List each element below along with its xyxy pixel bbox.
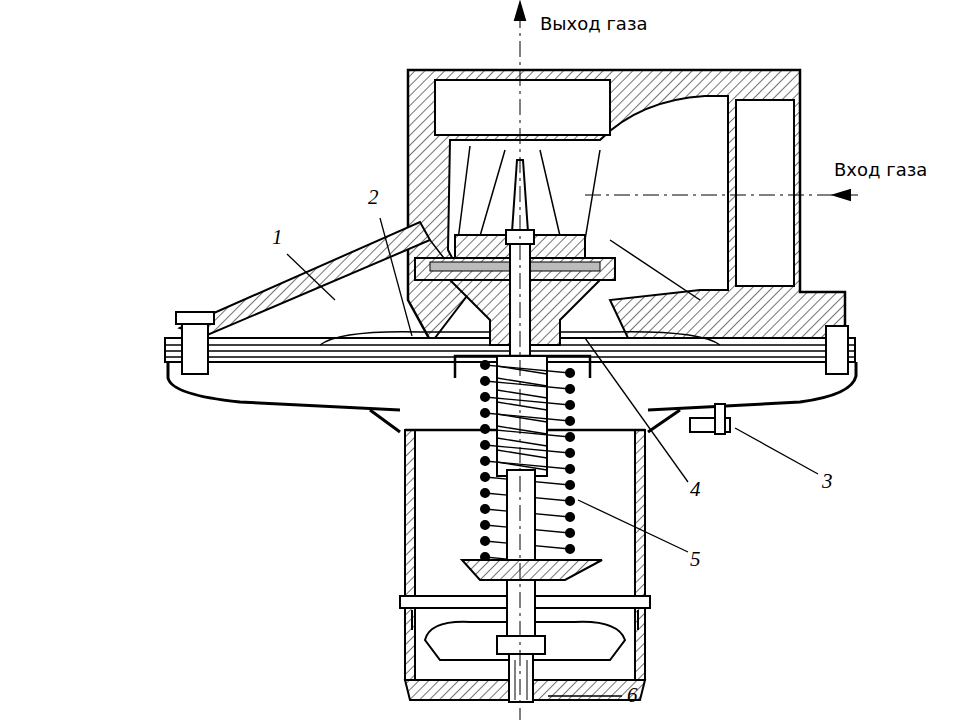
callout-number: 4 [690, 478, 701, 501]
bolt-nut [176, 312, 214, 324]
dish-bolt [715, 404, 725, 434]
leader-line [380, 218, 412, 336]
flow-label: Выход газа [540, 14, 647, 34]
leader-line [735, 428, 818, 474]
spring-seat [462, 560, 602, 580]
axis-line [520, 12, 521, 720]
axis-line [585, 195, 858, 196]
leader-line [585, 338, 688, 482]
leader-line [287, 254, 335, 300]
screw-slot [515, 660, 527, 700]
flow-arrow [834, 190, 850, 200]
inlet-cavity [736, 100, 794, 286]
callout-number: 5 [690, 548, 701, 571]
adjust-stem [507, 470, 535, 640]
outlet-cavity [435, 80, 610, 135]
cylinder-wall [635, 430, 645, 680]
flow-arrow [515, 3, 525, 20]
bolt [826, 326, 848, 374]
callout-number: 3 [822, 470, 833, 493]
callout-number: 2 [368, 186, 379, 209]
flow-label: Вход газа [834, 160, 927, 180]
adjust-nut [497, 636, 545, 654]
callout-number: 6 [627, 684, 638, 707]
leader-line [548, 695, 622, 696]
leader-line [578, 500, 688, 552]
callout-number: 1 [272, 226, 283, 249]
adjust-screw [509, 654, 533, 702]
cylinder-wall [405, 430, 415, 680]
strut [180, 222, 430, 336]
